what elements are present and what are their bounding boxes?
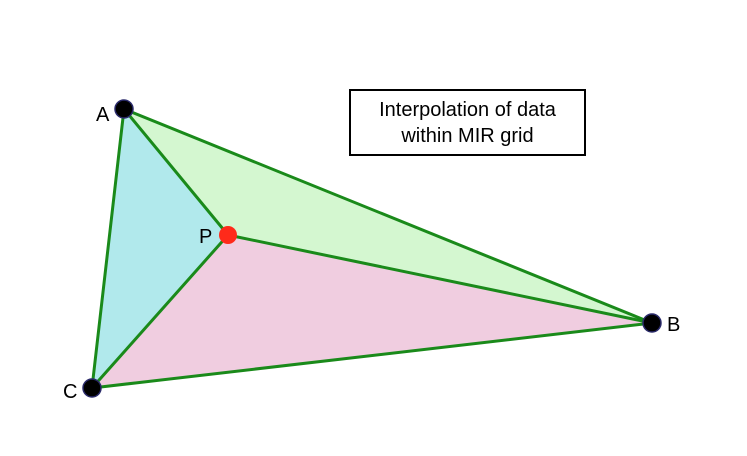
point-p-label: P <box>199 226 212 248</box>
edge-pb <box>226 233 654 325</box>
title-line-2: within MIR grid <box>401 124 534 147</box>
vertex-b-label: B <box>667 314 680 336</box>
vertex-a-label: A <box>96 104 110 126</box>
vertex-c-dot <box>82 378 102 398</box>
vertex-a-dot <box>114 99 134 119</box>
region-apc <box>92 109 228 388</box>
vertex-c-label: C <box>63 381 77 403</box>
edge-ab <box>122 107 654 325</box>
point-p-dot <box>219 226 237 244</box>
edge-bc <box>90 321 654 390</box>
vertex-b-dot <box>642 313 662 333</box>
region-bpc <box>92 235 652 388</box>
title-line-1: Interpolation of data <box>379 98 556 121</box>
edge-ca <box>90 107 126 390</box>
edge-pc <box>90 233 230 390</box>
edge-pa <box>122 107 230 237</box>
title-box: Interpolation of data within MIR grid <box>349 89 586 156</box>
